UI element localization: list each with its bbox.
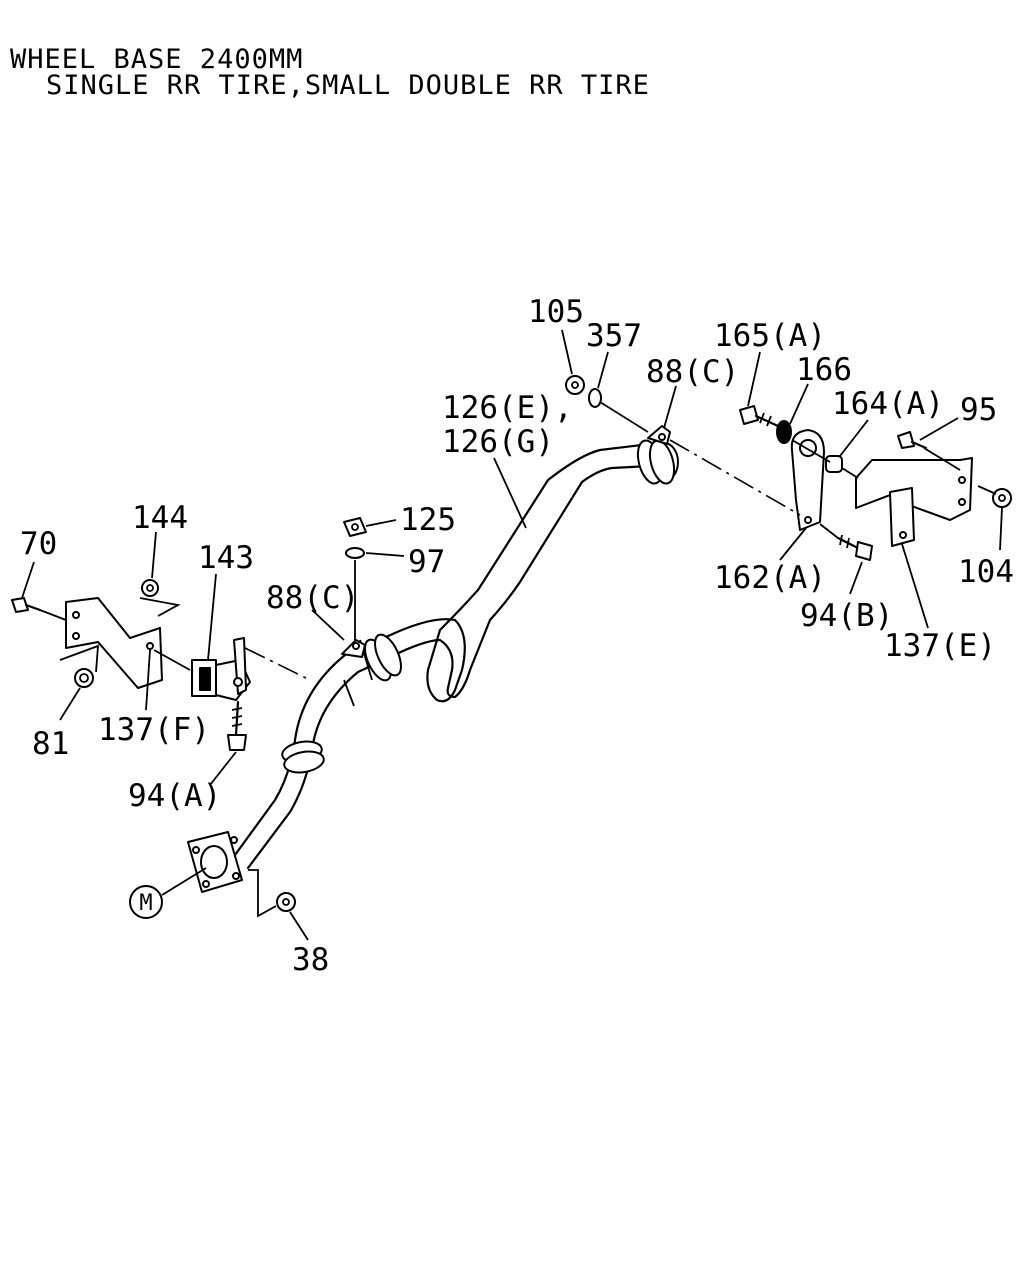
callout-97: 97 [408,544,445,580]
bolt-70 [11,597,42,613]
callout-164a: 164(A) [832,386,944,422]
callout-137e: 137(E) [884,628,996,664]
bushing-lower [281,740,325,774]
header-line-1: WHEEL BASE 2400MM [10,44,303,75]
callout-126e: 126(E), [442,390,573,426]
nut-105 [565,375,585,395]
marker-m-label: M [139,891,152,916]
callout-94b: 94(B) [800,598,893,634]
callout-137f: 137(F) [98,712,210,748]
callout-94a: 94(A) [128,778,221,814]
callout-162a: 162(A) [714,560,826,596]
callout-144: 144 [132,500,188,536]
callout-81: 81 [32,726,69,762]
header-line-2: SINGLE RR TIRE,SMALL DOUBLE RR TIRE [46,70,650,101]
callout-95: 95 [960,392,997,428]
bolt-94b [836,534,873,561]
callout-38: 38 [292,942,329,978]
stabilizer-bar [233,425,679,870]
callout-166: 166 [796,352,852,388]
bolt-94a [227,700,247,751]
callout-104: 104 [958,554,1014,590]
bracket-137e [855,457,973,547]
marker-m: M [129,885,163,919]
callout-357: 357 [586,318,642,354]
callout-126g: 126(G) [442,424,554,460]
callout-165a: 165(A) [714,318,826,354]
washer-357 [588,388,602,408]
callout-88c-right: 88(C) [646,354,739,390]
nut-104 [992,488,1012,508]
rubber-mount-143 [191,637,251,701]
nut-38 [276,892,296,912]
nut-81 [74,668,94,688]
nut-144 [141,579,159,597]
assembly-lines [39,401,997,918]
callout-143: 143 [198,540,254,576]
end-flange [187,831,243,893]
bolt-165a [739,405,780,428]
leader-lines [21,329,1003,941]
callout-105: 105 [528,294,584,330]
collar-164a [825,455,843,473]
washer-97 [345,547,365,559]
callout-70: 70 [20,526,57,562]
bracket-137f [65,597,163,689]
callout-125: 125 [400,502,456,538]
callout-88c-left: 88(C) [266,580,359,616]
washer-166 [776,420,792,444]
link-162a [790,429,825,531]
bolt-95 [897,431,928,450]
nut-125 [343,517,367,537]
bushing-left [359,633,402,682]
